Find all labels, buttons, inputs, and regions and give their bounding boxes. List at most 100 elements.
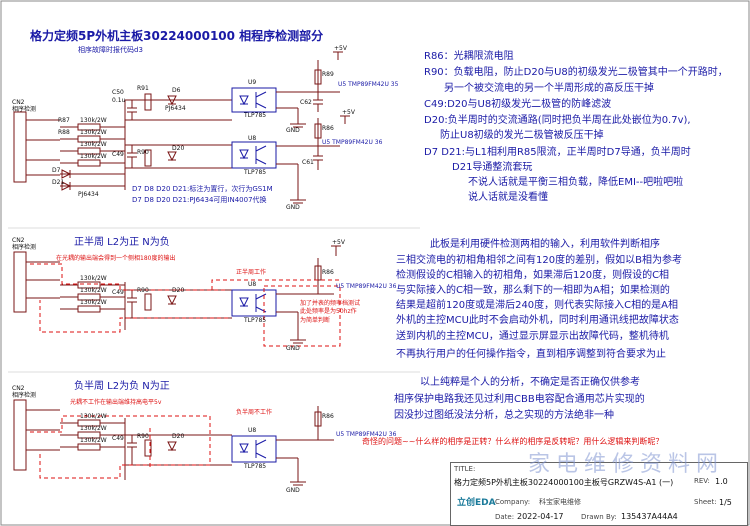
d20-label: D20 [172,145,185,152]
res2-val-2: 130k/2W [80,287,107,294]
page-title: 格力定频5P外机主板30224000100 相程序检测部分 [30,29,324,43]
vcc-label-1: +5V [334,45,347,52]
r90-3-label: R90 [137,433,149,440]
tb-title-label: TITLE: [454,465,476,473]
tb-company-label: Company: [495,498,531,506]
d20-3-label: D20 [172,433,185,440]
section2-work-label: 正半周工作 [236,269,267,276]
res2-val-3: 130k/2W [80,299,107,306]
analysis-line-6: 外机的主控MCU此时不会启动外机，同时利用通讯线把故障状态 [396,315,679,326]
analysis-line-4: 与实际接入的C相一致，那么剩下的一相即为A相；如果检测的 [396,285,670,296]
d6-label: D6 [172,87,181,94]
question-note: 奇怪的问题~~什么样的相序是正转？什么样的相序是反转呢？用什么逻辑来判断呢？ [362,437,664,446]
d21-part: PJ6434 [78,191,99,198]
diode-note-1: D7 D8 D20 D21:标注为置行，次行为GS1M [132,185,273,193]
mcu3-pin: U5 TMP89FM42U 36 [336,431,397,438]
u8-2-label: U8 [248,281,257,288]
gnd3-label: GND [286,345,300,352]
analysis-line-2: 三相交流电的初相角相邻之间有120度的差别，假如以B相为参考 [396,255,682,266]
u8-2-part: TLP785 [244,317,267,324]
tb-drawn-label: Drawn By: [581,513,617,521]
note-joke1: 不说人话就是平衡三相负载，降低EMI--吧啦吧啦 [468,177,684,188]
tb-company: 科宝家电维修 [539,498,581,506]
r86-2-label: R86 [322,269,334,276]
c61-label: C61 [302,159,314,166]
vcc-label-2: +5V [342,109,355,116]
note-c49: C49:D20与U8初级发光二极管的防峰滤波 [424,99,612,110]
note-joke2: 说人话就是没看懂 [468,192,548,203]
note-r90: R90：负载电阻，防止D20与U8的初级发光二极管其中一个开路时， [424,67,728,78]
u9-part: TLP785 [244,112,267,119]
analysis-line-1: 此板是利用硬件检测两相的输入，利用软件判断相序 [430,239,660,250]
watermark: 家电维修资料网 [528,452,725,477]
section3-heading: 负半周 L2为负 N为正 [74,381,170,392]
section2-heading: 正半周 L2为正 N为负 [74,237,170,248]
c49-label: C49 [112,151,124,158]
analysis-line-5: 结果是超前120度或是滞后240度，则代表实际接入C相的是A相 [396,300,678,311]
footer-note-3: 因没抄过图纸没法分析，总之实现的方法绝非一种 [394,410,614,421]
d6-part: PJ6434 [165,105,186,112]
d7-label: D7 [52,167,61,174]
tb-drawn: 135437A44A4 [621,512,678,521]
r91-label: R91 [137,85,149,92]
note-d20: D20:负半周时的交流通路(同时把负半周在此处嵌位为0.7v), [424,115,691,126]
res-val-1: 130k/2W [80,117,107,124]
u8-label: U8 [248,135,257,142]
u8-3-label: U8 [248,427,257,434]
tb-date-label: Date: [495,513,515,521]
res2-val-1: 130k/2W [80,275,107,282]
r90-2-label: R90 [137,287,149,294]
r89-label: R89 [322,71,334,78]
u8-part: TLP785 [244,169,267,176]
mcu2-pin: U5 TMP89FM42U 36 [336,283,397,290]
note-d7b: D21导通整流套玩 [452,162,533,173]
gnd4-label: GND [286,487,300,494]
tb-title: 格力定频5P外机主板30224000100主板号GRZW4S-A1 (一) [454,478,674,487]
res-val-2: 130k/2W [80,129,107,136]
note-d7: D7 D21:与L1相利用R85限流，正半周时D7导通，负半周时 [424,147,691,158]
c49-2-label: C49 [112,289,124,296]
section3-nowork-label: 负半周不工作 [236,409,273,416]
tb-sheet: 1/5 [719,498,732,507]
r90-label: R90 [137,149,149,156]
gnd-label-1: GND [286,127,300,134]
analysis-line-8: 不再执行用户的任何操作指令，直到相序调整到符合要求为止 [396,349,666,360]
res-val-4: 130k/2W [80,153,107,160]
d20-2-label: D20 [172,287,185,294]
diode-note-2: D7 D8 D20 D21:PJ6434可用IN4007代换 [132,196,267,204]
d21-label: D21 [52,179,65,186]
note-r86: R86：光耦限流电阻 [424,51,514,62]
mcu-pin-36: U5 TMP89FM42U 36 [322,139,383,146]
mcu-pin-35: U5 TMP89FM42U 35 [338,81,399,88]
note-d20b: 防止U8初级的发光二极管被反压干掉 [440,130,604,141]
section3-current-path [30,415,211,479]
connector3-label: CN2 [12,385,25,392]
c50-label: C50 [112,89,124,96]
section3-sub: 光耦不工作在输出端维持高电平5v [70,399,162,406]
section3-wiring [13,399,334,486]
r88-label: R88 [58,129,70,136]
section2-note-box: 加了并表的频率档测试此处频率是为50hz作为简单判断 [300,300,361,324]
note-r90b: 另一个被交流电的另一个半周形成的高反压干掉 [444,83,654,94]
c50-val: 0.1u [112,97,126,104]
connector2-label: CN2 [12,237,25,244]
c49-3-label: C49 [112,435,124,442]
res3-val-3: 130k/2W [80,437,107,444]
res3-val-2: 130k/2W [80,425,107,432]
connector-sub: 相序检测 [12,106,37,113]
analysis-line-3: 检测假设的C相输入的初相角，如果滞后120度，则假设的C相 [396,270,670,281]
footer-note-1: 以上纯粹是个人的分析，不确定是否正确仅供参考 [420,377,640,388]
tb-sheet-label: Sheet: [694,498,717,506]
section2-sub: 在光耦的输出端会得到一个侧相180度的输出 [56,255,176,262]
c62-label: C62 [300,99,312,106]
u9-label: U9 [248,79,257,86]
tb-rev: 1.0 [715,477,728,486]
u8-3-part: TLP785 [244,463,267,470]
section2-current-path [30,263,341,347]
connector-label: CN2 [12,99,25,106]
tb-date: 2022-04-17 [517,512,564,521]
connector3-sub: 相序检测 [12,392,37,399]
footer-note-2: 相序保护电路我还见过利用CBB电容配合通用芯片实现的 [394,394,645,405]
r87-label: R87 [58,117,70,124]
connector2-sub: 相序检测 [12,244,37,251]
